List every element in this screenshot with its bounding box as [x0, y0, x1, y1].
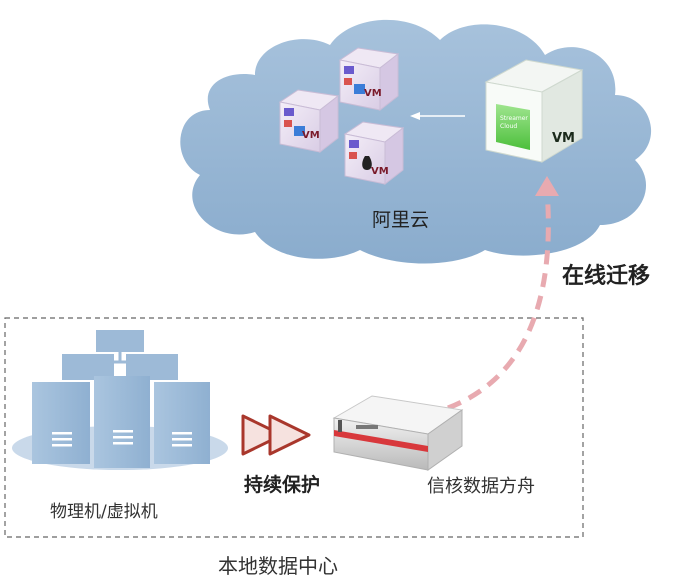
streamer-vm-line2: Cloud: [500, 123, 517, 130]
protection-label: 持续保护: [244, 474, 321, 496]
protection-arrows-icon: [241, 414, 311, 456]
appliance-icon: [332, 395, 464, 471]
servers-label: 物理机/虚拟机: [50, 502, 158, 522]
vm-box-1: VM: [278, 89, 340, 154]
transfer-arrow: [410, 112, 465, 120]
vm-box-3-tag: VM: [371, 166, 389, 177]
datacenter-label: 本地数据中心: [218, 554, 338, 578]
datacenter-border: [4, 317, 584, 538]
vm-box-2-tag: VM: [364, 88, 382, 99]
linux-penguin-icon: [362, 156, 372, 170]
migration-arrow: [447, 176, 559, 411]
appliance-label: 信核数据方舟: [427, 476, 535, 497]
vm-box-3: VM: [343, 121, 405, 186]
server-tower-right: [154, 382, 210, 464]
server-tower-left: [32, 382, 90, 464]
cloud-label: 阿里云: [372, 209, 430, 231]
server-tower-middle: [94, 376, 150, 468]
migration-label: 在线迁移: [562, 264, 651, 289]
streamer-vm-line1: Streamer: [500, 115, 528, 122]
streamer-vm-box: Streamer Cloud VM: [484, 59, 584, 163]
vm-box-2: VM: [338, 47, 400, 112]
server-group: [12, 330, 228, 470]
vm-box-1-tag: VM: [302, 130, 320, 141]
streamer-vm-tag: VM: [552, 131, 575, 146]
